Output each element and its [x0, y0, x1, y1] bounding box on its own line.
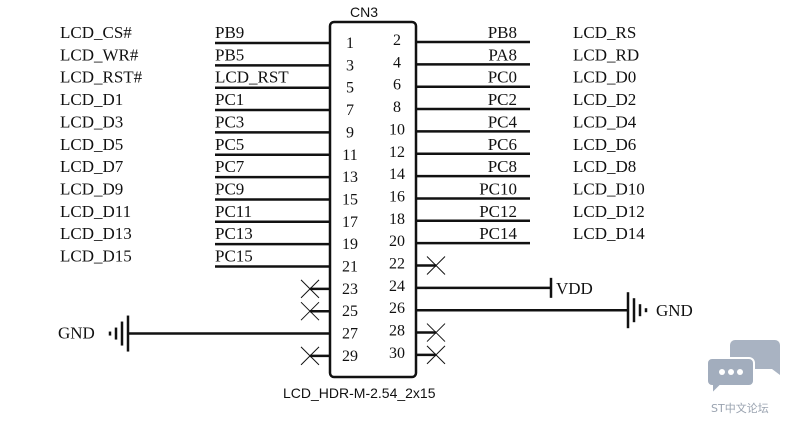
- power-label: GND: [656, 301, 693, 320]
- signal-label: LCD_D1: [60, 90, 123, 109]
- no-connect-icon: [300, 301, 320, 321]
- pin-number: 28: [389, 323, 405, 340]
- pin-number: 13: [342, 169, 358, 186]
- net-label: PC12: [479, 202, 517, 221]
- net-label: PC8: [488, 157, 517, 176]
- no-connect-icon: [426, 323, 446, 342]
- pin-number: 27: [342, 326, 358, 343]
- signal-label: LCD_D9: [60, 179, 123, 198]
- pin-number: 24: [389, 278, 405, 295]
- signal-label: LCD_D11: [60, 202, 131, 221]
- no-connect-icon: [300, 279, 320, 299]
- net-label: LCD_RST: [215, 68, 289, 87]
- net-label: PC3: [215, 112, 244, 131]
- pin-number: 7: [346, 102, 354, 119]
- signal-label: LCD_D0: [573, 68, 636, 87]
- signal-label: LCD_D14: [573, 224, 645, 243]
- no-connect-icon: [426, 256, 446, 275]
- net-label: PC1: [215, 90, 244, 109]
- pin-number: 9: [346, 124, 354, 141]
- net-label: PC10: [479, 179, 517, 198]
- net-label: PB9: [215, 23, 244, 42]
- no-connect-icon: [300, 346, 320, 366]
- net-label: PA8: [488, 45, 517, 64]
- pin-number: 5: [346, 80, 354, 97]
- pin-number: 3: [346, 57, 354, 74]
- connector-footprint: LCD_HDR-M-2.54_2x15: [283, 385, 436, 401]
- no-connect-icon: [426, 345, 446, 365]
- signal-label: LCD_D7: [60, 157, 124, 176]
- net-label: PC4: [488, 112, 518, 131]
- power-label: VDD: [556, 279, 593, 298]
- pin-number: 4: [393, 54, 401, 71]
- pin-number: 21: [342, 259, 358, 276]
- signal-label: LCD_D10: [573, 179, 645, 198]
- net-label: PC0: [488, 68, 517, 87]
- pin-number: 26: [389, 300, 405, 317]
- pin-number: 20: [389, 233, 405, 250]
- pin-number: 19: [342, 236, 358, 253]
- pin-number: 8: [393, 99, 401, 116]
- signal-label: LCD_D4: [573, 112, 637, 131]
- pin-number: 18: [389, 211, 405, 228]
- signal-label: LCD_D6: [573, 135, 636, 154]
- signal-label: LCD_D3: [60, 112, 123, 131]
- pin-number: 30: [389, 345, 405, 362]
- signal-label: LCD_WR#: [60, 45, 139, 64]
- net-label: PC5: [215, 135, 244, 154]
- signal-label: LCD_D2: [573, 90, 636, 109]
- net-label: PC9: [215, 179, 244, 198]
- net-label: PB8: [488, 23, 517, 42]
- pin-number: 11: [342, 147, 357, 164]
- pin-number: 16: [389, 188, 405, 205]
- pin-number: 25: [342, 303, 358, 320]
- net-label: PC6: [488, 135, 517, 154]
- pin-number: 29: [342, 348, 358, 365]
- pin-number: 1: [346, 35, 354, 52]
- signal-label: LCD_RS: [573, 23, 636, 42]
- pin-number: 10: [389, 121, 405, 138]
- signal-label: LCD_RD: [573, 45, 639, 64]
- signal-label: LCD_D12: [573, 202, 645, 221]
- signal-label: LCD_D13: [60, 224, 132, 243]
- pin-number: 6: [393, 77, 401, 94]
- net-label: PC7: [215, 157, 245, 176]
- pin-number: 12: [389, 144, 405, 161]
- watermark: ST中文论坛: [706, 340, 780, 415]
- pin-number: 22: [389, 256, 405, 273]
- net-label: PC11: [215, 202, 252, 221]
- connector-ref: CN3: [350, 4, 378, 20]
- signal-label: LCD_D5: [60, 135, 123, 154]
- net-label: PC14: [479, 224, 517, 243]
- pin-number: 17: [342, 214, 358, 231]
- net-label: PB5: [215, 45, 244, 64]
- signal-label: LCD_D8: [573, 157, 636, 176]
- watermark-text: ST中文论坛: [711, 401, 769, 415]
- signal-label: LCD_CS#: [60, 23, 132, 42]
- pin-number: 23: [342, 281, 358, 298]
- pin-number: 14: [389, 166, 405, 183]
- signal-label: LCD_RST#: [60, 68, 143, 87]
- pin-number: 2: [393, 32, 401, 49]
- signal-label: LCD_D15: [60, 247, 132, 266]
- pin-number: 15: [342, 191, 358, 208]
- net-label: PC13: [215, 224, 253, 243]
- net-label: PC2: [488, 90, 517, 109]
- power-label: GND: [58, 324, 95, 343]
- net-label: PC15: [215, 247, 253, 266]
